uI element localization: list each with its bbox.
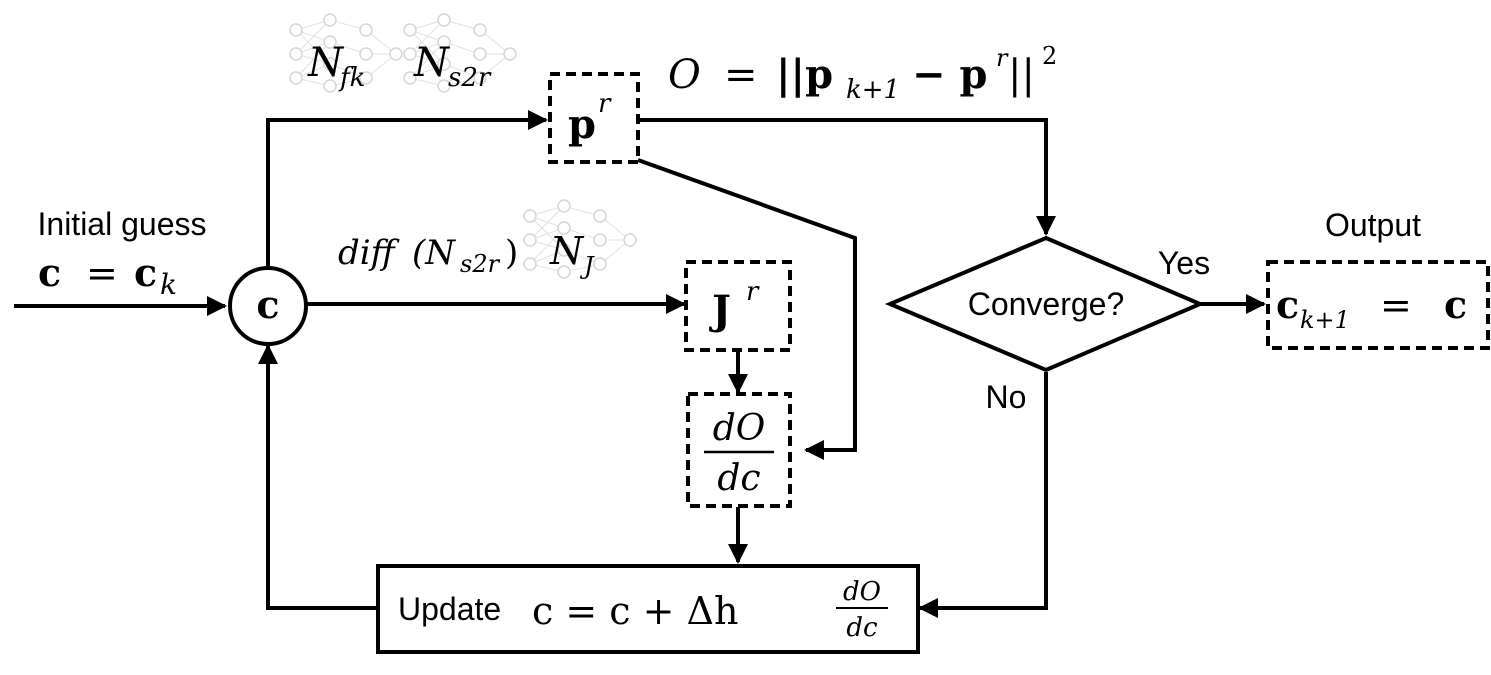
top-network-labels: N fk N s2r: [307, 40, 492, 93]
svg-text:c: c: [134, 250, 157, 295]
pr-box: [548, 72, 640, 164]
svg-text:k: k: [160, 268, 177, 301]
c-node-label: c: [256, 282, 279, 327]
update-fraction-denominator: dc: [846, 613, 878, 643]
svg-text:||: ||: [1008, 52, 1035, 98]
update-label: Update: [398, 591, 501, 627]
arrow-update-to-c: [258, 344, 378, 610]
output-label: Output: [1325, 207, 1421, 243]
svg-text:c: c: [38, 250, 61, 295]
svg-text:k+1: k+1: [846, 75, 900, 105]
svg-text:=: =: [1380, 283, 1412, 327]
yes-label: Yes: [1158, 245, 1210, 281]
svg-text:N: N: [307, 40, 345, 86]
update-fraction-numerator: dO: [843, 577, 881, 607]
pr-label: p: [568, 101, 596, 148]
neural-net-icon-fk: [289, 13, 403, 93]
svg-text:N: N: [413, 40, 451, 86]
gradient-box: [686, 392, 792, 508]
neural-net-icon-j: [523, 199, 637, 279]
svg-text:=: =: [724, 52, 758, 98]
svg-text:||p: ||p: [776, 51, 833, 98]
objective-equation: O = ||p k+1 − p r || 2: [668, 42, 1057, 105]
svg-text:− p: − p: [912, 51, 987, 98]
svg-text:c: c: [1276, 282, 1299, 327]
update-box: [376, 564, 920, 654]
gradient-numerator: dO: [713, 408, 766, 449]
neural-net-icon-s2r: [403, 13, 517, 93]
initial-guess-label: Initial guess: [38, 206, 207, 242]
svg-text:O: O: [668, 52, 701, 98]
svg-text:r: r: [996, 44, 1009, 72]
svg-text:N: N: [549, 229, 585, 273]
svg-text:s2r: s2r: [448, 63, 492, 93]
no-label: No: [986, 379, 1027, 415]
jr-superscript: r: [746, 277, 760, 307]
pr-superscript: r: [598, 89, 612, 119]
converge-label: Converge?: [968, 286, 1125, 322]
middle-network-labels: diff (N s2r ) N J: [338, 229, 595, 280]
arrow-c-to-pr: [266, 110, 548, 266]
initial-guess-equation: c = c k: [38, 250, 177, 301]
svg-text:): ): [505, 233, 518, 273]
arrow-pr-to-gradient: [637, 158, 857, 460]
jr-box: [684, 260, 792, 352]
arrow-no-to-update: [918, 372, 1048, 618]
arrow-pr-to-converge: [640, 118, 1056, 236]
svg-text:diff: diff: [338, 233, 400, 273]
gradient-denominator: dc: [717, 458, 760, 499]
converge-decision-diamond: [884, 235, 1206, 373]
svg-text:k+1: k+1: [1300, 306, 1350, 334]
jr-label: J: [709, 287, 731, 334]
svg-text:c: c: [1444, 282, 1467, 327]
svg-text:=: =: [86, 251, 118, 295]
update-equation: c = c + Δh: [532, 589, 738, 633]
svg-text:2: 2: [1042, 42, 1057, 70]
svg-text:(N: (N: [412, 233, 456, 273]
svg-text:s2r: s2r: [460, 250, 501, 278]
output-equation: c k+1 = c: [1276, 282, 1467, 334]
c-node-circle: [228, 266, 308, 346]
svg-text:fk: fk: [338, 63, 365, 93]
output-box: [1266, 260, 1490, 350]
